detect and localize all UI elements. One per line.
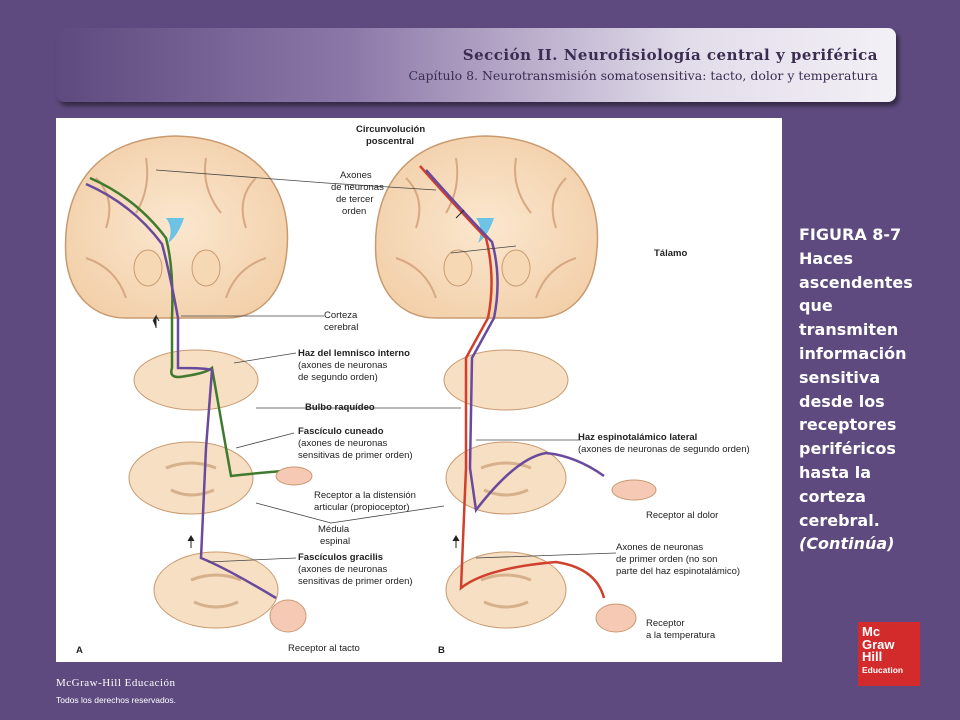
- label-axones-tercer-2: de neuronas: [331, 182, 384, 193]
- logo-line4: Education: [862, 664, 904, 675]
- caption-title: FIGURA 8-7: [799, 225, 902, 244]
- label-lemnisco-1: Haz del lemnisco interno: [298, 348, 410, 359]
- label-primer-orden-3: parte del haz espinotalámico): [616, 566, 740, 577]
- section-title: Sección II. Neurofisiología central y pe…: [462, 46, 878, 64]
- label-espinotalamico-1: Haz espinotalámico lateral: [578, 432, 697, 443]
- brain-a: [64, 135, 289, 319]
- header-bar: [56, 28, 896, 102]
- rights-text: Todos los derechos reservados.: [56, 695, 177, 705]
- label-circunvolucion-1: Circunvolución: [356, 124, 425, 135]
- label-lemnisco-3: de segundo orden): [298, 372, 378, 383]
- publisher-logo: Mc Graw Hill Education: [858, 622, 920, 686]
- label-cuneado-3: sensitivas de primer orden): [298, 450, 413, 461]
- brain-b: [374, 135, 599, 319]
- logo-line2: Graw: [862, 636, 895, 652]
- label-gracilis-1: Fascículos gracilis: [298, 552, 383, 563]
- chapter-title: Capítulo 8. Neurotransmisión somatosensi…: [408, 68, 878, 83]
- label-dolor: Receptor al dolor: [646, 510, 718, 521]
- label-medula-1: Médula: [318, 524, 350, 535]
- label-primer-orden-2: de primer orden (no son: [616, 554, 717, 565]
- touch-receptor-shape: [269, 599, 307, 633]
- logo-line3: Hill: [862, 649, 883, 664]
- tract-purple-a: [85, 182, 277, 600]
- caption-text: Haces ascendentes que transmiten informa…: [799, 248, 913, 530]
- label-temperatura-1: Receptor: [646, 618, 685, 629]
- figure-image: Circunvolución poscentral Axones de neur…: [56, 118, 782, 662]
- panel-b-label: B: [438, 645, 445, 656]
- label-espinotalamico-2: (axones de neuronas de segundo orden): [578, 444, 750, 455]
- arrows: [152, 209, 465, 548]
- label-corteza-2: cerebral: [324, 322, 358, 333]
- label-axones-tercer-3: de tercer: [336, 194, 374, 205]
- figure-illustration: Circunvolución poscentral Axones de neur…: [64, 124, 750, 656]
- temperature-receptor-shape: [595, 603, 637, 633]
- label-primer-orden-1: Axones de neuronas: [616, 542, 703, 553]
- label-axones-tercer-1: Axones: [340, 170, 372, 181]
- caption-continua: (Continúa): [799, 534, 895, 554]
- tract-red: [419, 165, 606, 599]
- label-temperatura-2: a la temperatura: [646, 630, 716, 641]
- label-bulbo: Bulbo raquídeo: [305, 402, 375, 413]
- label-lemnisco-2: (axones de neuronas: [298, 360, 388, 371]
- label-axones-tercer-4: orden: [342, 206, 366, 217]
- leader-lines: [155, 169, 617, 563]
- panel-a-label: A: [76, 645, 83, 656]
- tract-purple-b: [425, 169, 605, 514]
- logo-line1: Mc: [862, 624, 881, 639]
- figure-caption: FIGURA 8-7 Haces ascendentes que transmi…: [799, 223, 919, 556]
- label-distension-1: Receptor a la distensión: [314, 490, 416, 501]
- label-distension-2: articular (propioceptor): [314, 502, 410, 513]
- label-medula-2: espinal: [320, 536, 350, 547]
- label-corteza-1: Corteza: [324, 310, 358, 321]
- medulla-sections: [128, 349, 569, 629]
- label-circunvolucion-2: poscentral: [366, 136, 414, 147]
- label-tacto: Receptor al tacto: [288, 643, 360, 654]
- publisher-name: McGraw-Hill Educación: [56, 677, 176, 689]
- pain-receptor-shape: [611, 479, 657, 501]
- label-gracilis-3: sensitivas de primer orden): [298, 576, 413, 587]
- tract-green: [89, 176, 297, 478]
- distension-receptor-shape: [275, 466, 313, 486]
- label-talamo: Tálamo: [654, 248, 687, 259]
- label-cuneado-2: (axones de neuronas: [298, 438, 388, 449]
- label-cuneado-1: Fascículo cuneado: [298, 426, 384, 437]
- label-gracilis-2: (axones de neuronas: [298, 564, 388, 575]
